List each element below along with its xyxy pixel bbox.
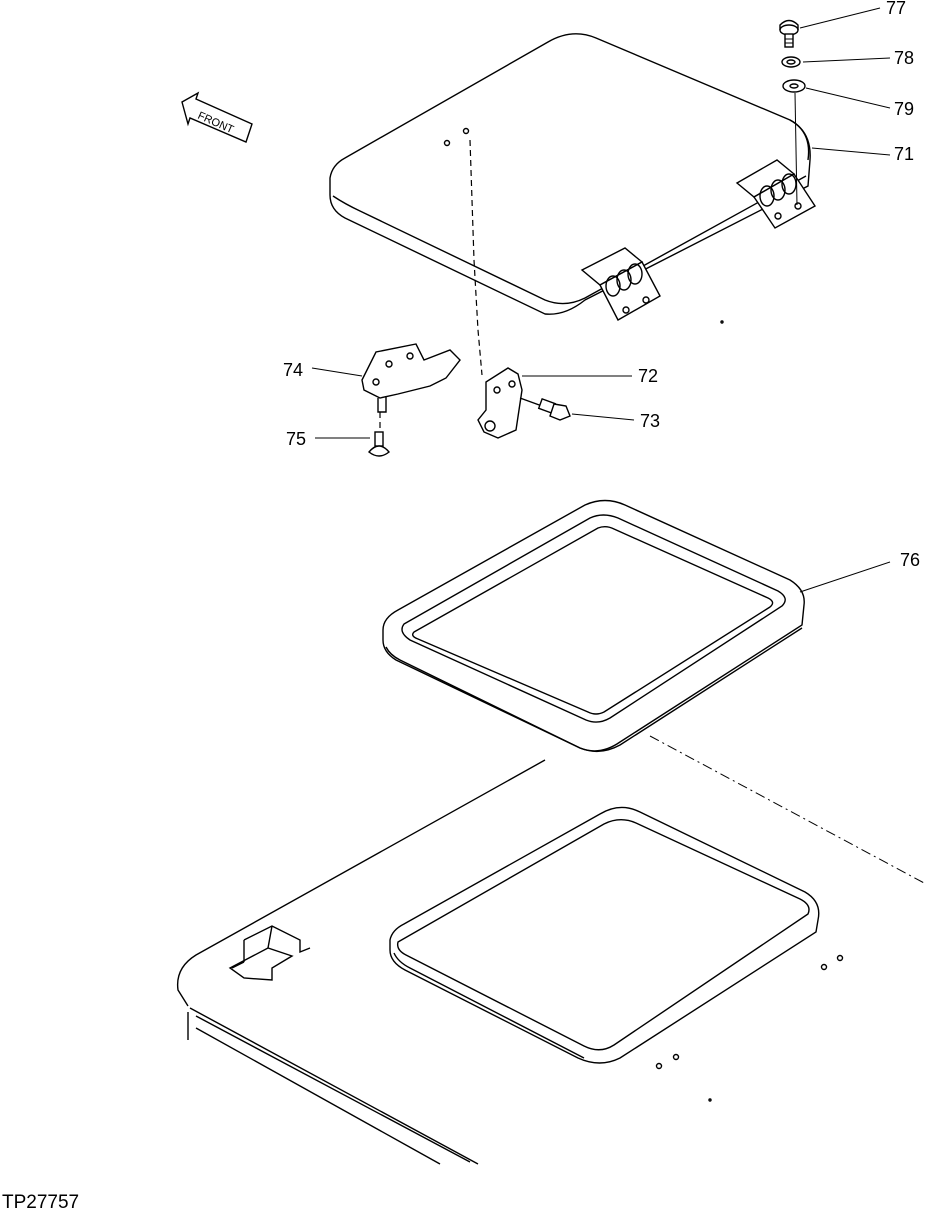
bolt-73 (519, 397, 571, 421)
front-arrow-icon: FRONT (181, 91, 253, 143)
center-line (649, 735, 927, 885)
callout-74: 74 (283, 360, 303, 380)
figure-id: TP27757 (2, 1192, 79, 1212)
hatch-cover (329, 33, 811, 324)
callout-78: 78 (894, 48, 914, 68)
assembly-line-72 (469, 139, 483, 376)
seal-frame-76 (382, 499, 805, 753)
leader-lines (311, 7, 891, 593)
cab-roof (176, 759, 844, 1165)
callout-75: 75 (286, 429, 306, 449)
callout-72: 72 (638, 366, 658, 386)
latch-bracket-74 (361, 343, 461, 413)
hinge-bracket-72 (477, 367, 523, 439)
bolt-axis-line (794, 92, 798, 206)
screw-75 (368, 431, 390, 457)
callout-73: 73 (640, 411, 660, 431)
callout-77: 77 (886, 0, 906, 18)
washer-79 (782, 79, 806, 93)
callout-76: 76 (900, 550, 920, 570)
lock-washer-78 (781, 56, 801, 68)
hatch-hinge-front (580, 247, 661, 321)
bolt-77 (779, 19, 799, 48)
callout-79: 79 (894, 99, 914, 119)
callout-71: 71 (894, 144, 914, 164)
hatch-hinge-rear (735, 159, 817, 229)
